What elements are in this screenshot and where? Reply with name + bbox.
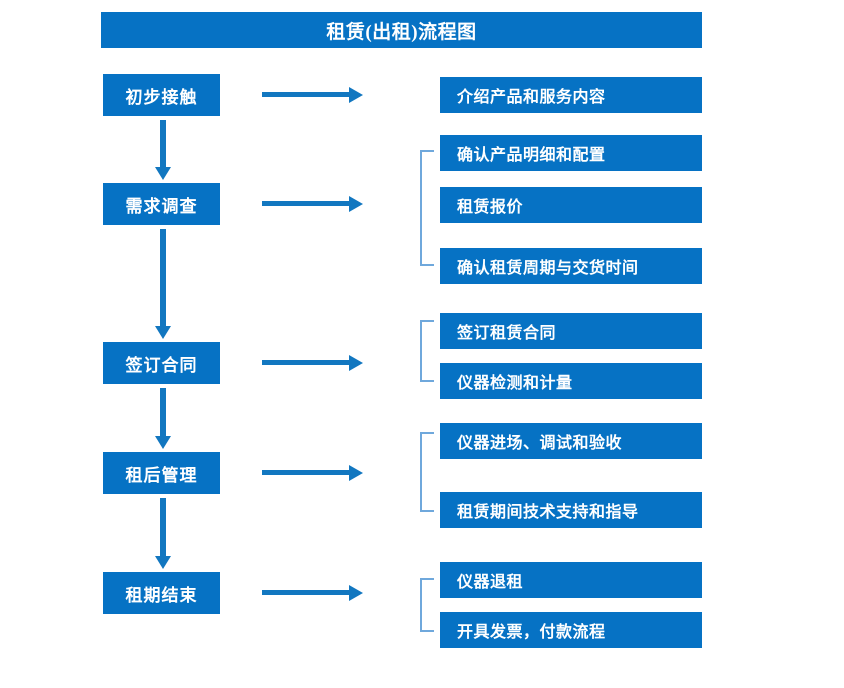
detail-box-3[interactable]: 租赁报价 xyxy=(440,187,702,223)
vertical-arrow-1 xyxy=(155,120,171,180)
vertical-arrow-3 xyxy=(155,388,171,449)
group-bracket-4 xyxy=(420,578,434,632)
detail-box-9[interactable]: 仪器退租 xyxy=(440,562,702,598)
horizontal-arrow-3 xyxy=(262,355,363,371)
stage-box-2[interactable]: 需求调查 xyxy=(103,183,220,225)
vertical-arrow-2 xyxy=(155,229,171,339)
detail-box-4[interactable]: 确认租赁周期与交货时间 xyxy=(440,248,702,284)
detail-box-10[interactable]: 开具发票，付款流程 xyxy=(440,612,702,648)
vertical-arrow-4 xyxy=(155,498,171,569)
stage-box-3[interactable]: 签订合同 xyxy=(103,342,220,384)
diagram-title: 租赁(出租)流程图 xyxy=(101,12,702,48)
group-bracket-2 xyxy=(420,320,434,382)
detail-box-8[interactable]: 租赁期间技术支持和指导 xyxy=(440,492,702,528)
horizontal-arrow-5 xyxy=(262,585,363,601)
detail-box-1[interactable]: 介绍产品和服务内容 xyxy=(440,77,702,113)
horizontal-arrow-2 xyxy=(262,196,363,212)
group-bracket-3 xyxy=(420,432,434,512)
horizontal-arrow-1 xyxy=(262,87,363,103)
group-bracket-1 xyxy=(420,150,434,266)
stage-box-4[interactable]: 租后管理 xyxy=(103,452,220,494)
stage-box-5[interactable]: 租期结束 xyxy=(103,572,220,614)
detail-box-7[interactable]: 仪器进场、调试和验收 xyxy=(440,423,702,459)
detail-box-2[interactable]: 确认产品明细和配置 xyxy=(440,135,702,171)
detail-box-6[interactable]: 仪器检测和计量 xyxy=(440,363,702,399)
stage-box-1[interactable]: 初步接触 xyxy=(103,74,220,116)
detail-box-5[interactable]: 签订租赁合同 xyxy=(440,313,702,349)
horizontal-arrow-4 xyxy=(262,465,363,481)
